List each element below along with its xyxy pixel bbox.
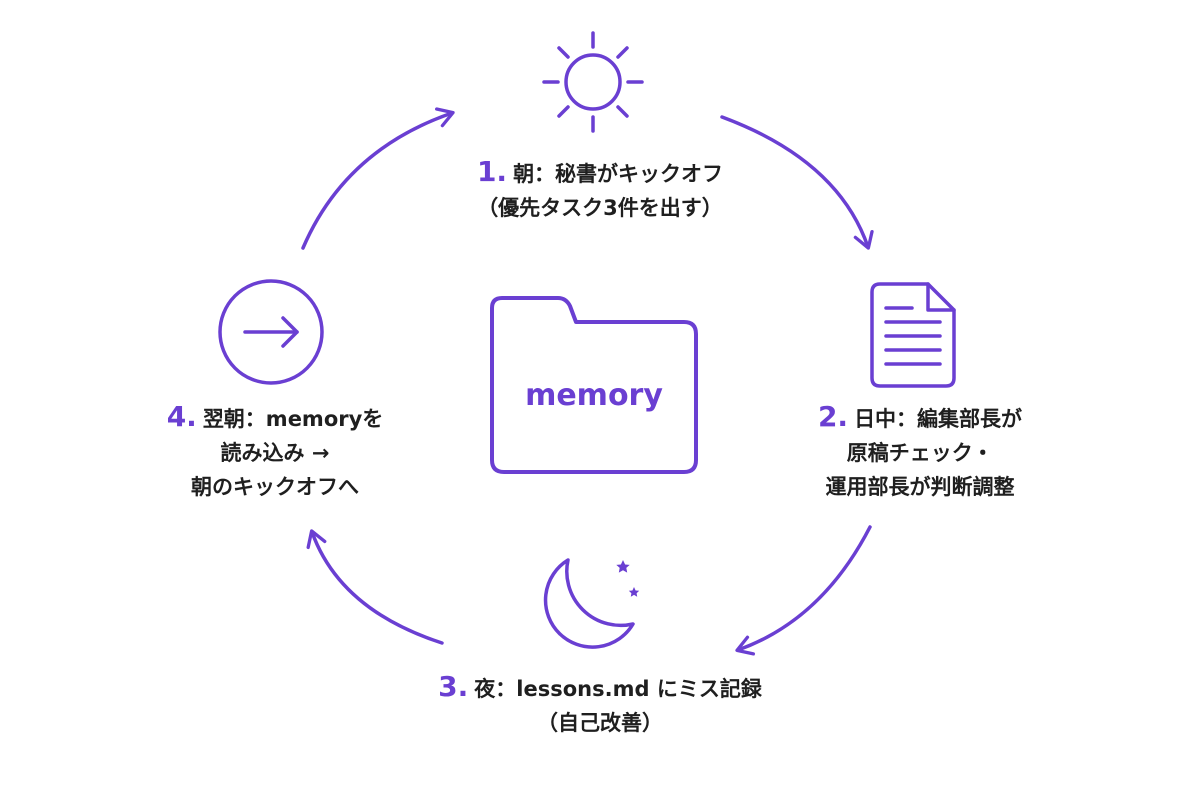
step-1-morning: 1.朝：秘書がキックオフ （優先タスク3件を出す） [400,155,800,225]
step-text: （優先タスク3件を出す） [477,196,723,220]
cycle-arrow-4-to-1 [301,107,455,250]
step-text: 朝のキックオフへ [191,475,359,499]
step-3-night: 3.夜：lessons.md にミス記録 （自己改善） [360,670,840,740]
step-4-next-morning: 4.翌朝：memoryを 読み込み → 朝のキックオフへ [110,400,440,504]
cycle-arrow-3-to-4 [306,529,444,645]
step-text: 原稿チェック・ [846,441,994,465]
step-number: 1. [476,155,508,188]
cycle-arrow-1-to-2 [720,115,874,250]
step-2-daytime: 2.日中：編集部長が 原稿チェック・ 運用部長が判断調整 [770,400,1070,504]
step-text: 読み込み → [220,441,330,465]
step-text: （自己改善） [537,711,663,735]
star-icon [628,587,640,597]
document-icon [870,282,956,388]
memory-folder: memory [490,296,698,474]
step-text: 翌朝：memoryを [202,407,384,431]
cycle-arrow-2-to-3 [735,525,872,656]
step-text: 朝：秘書がキックオフ [513,162,724,186]
step-number: 2. [817,400,849,433]
folder-icon [490,296,698,474]
step-text: 運用部長が判断調整 [825,475,1015,499]
step-text: 日中：編集部長が [854,407,1023,431]
star-icon [616,560,630,573]
step-number: 3. [438,670,469,703]
step-number: 4. [166,400,197,433]
folder-label: memory [525,378,663,413]
moon-stars-icon [543,558,640,649]
sun-icon [542,31,644,133]
step-text: 夜：lessons.md にミス記録 [474,677,762,701]
arrow-circle-icon [218,279,324,385]
